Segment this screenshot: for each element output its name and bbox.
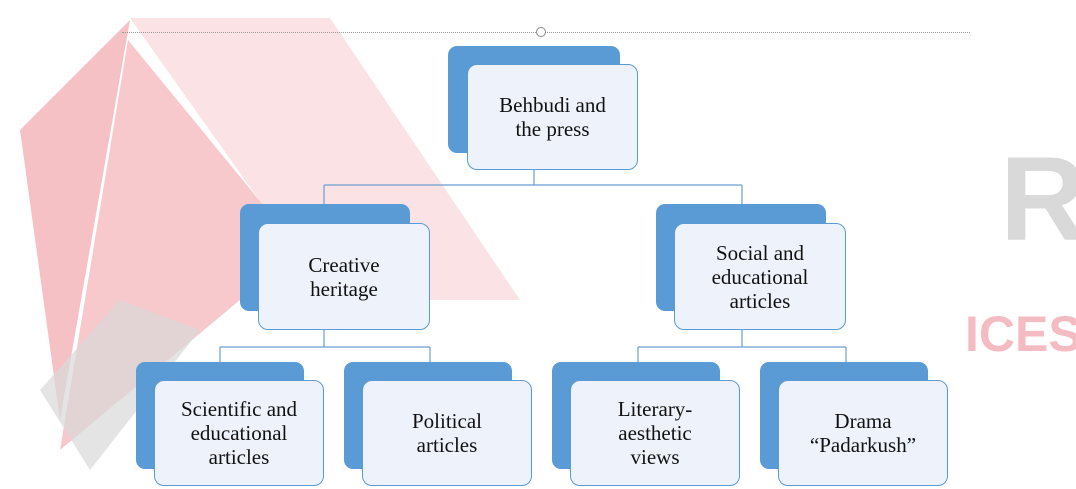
node-root[interactable]: Behbudi and the press xyxy=(448,46,638,170)
node-box: Drama “Padarkush” xyxy=(778,380,948,486)
node-box: Political articles xyxy=(362,380,532,486)
node-box: Behbudi and the press xyxy=(467,64,638,170)
node-box: Scientific and educational articles xyxy=(154,380,324,486)
node-drama-padarkush[interactable]: Drama “Padarkush” xyxy=(760,362,948,486)
node-scientific-educational-articles[interactable]: Scientific and educational articles xyxy=(136,362,324,486)
node-label: Drama “Padarkush” xyxy=(809,409,917,457)
node-box: Creative heritage xyxy=(258,223,430,330)
node-label: Social and educational articles xyxy=(711,240,809,313)
rotate-handle[interactable] xyxy=(536,27,546,37)
node-label: Literary- aesthetic views xyxy=(617,397,693,469)
node-label: Political articles xyxy=(412,409,482,457)
node-literary-aesthetic-views[interactable]: Literary- aesthetic views xyxy=(552,362,740,486)
selection-border xyxy=(122,32,970,33)
node-label: Creative heritage xyxy=(308,252,380,301)
watermark-subtext: ICES xyxy=(965,306,1076,362)
watermark-letter: R xyxy=(1000,132,1076,266)
node-box: Literary- aesthetic views xyxy=(570,380,740,486)
node-political-articles[interactable]: Political articles xyxy=(344,362,532,486)
node-creative-heritage[interactable]: Creative heritage xyxy=(240,204,430,330)
node-social-educational-articles[interactable]: Social and educational articles xyxy=(656,204,846,330)
node-label: Scientific and educational articles xyxy=(180,397,298,469)
node-box: Social and educational articles xyxy=(674,223,846,330)
node-label: Behbudi and the press xyxy=(499,93,606,141)
